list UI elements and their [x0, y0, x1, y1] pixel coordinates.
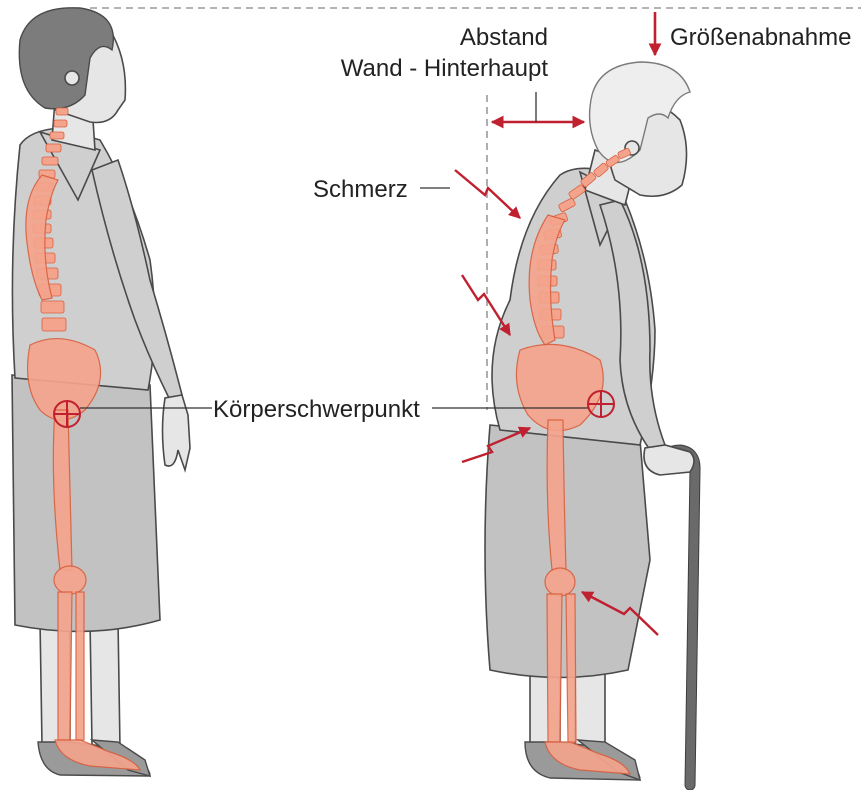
osteoporotic-woman-figure: [485, 62, 695, 785]
center-of-gravity-icon-right: [588, 391, 614, 417]
height-loss-label: Größenabnahme: [670, 24, 851, 51]
center-of-gravity-icon: [54, 401, 80, 427]
distance-label-line1: Abstand: [460, 24, 548, 51]
healthy-woman-figure: [12, 8, 190, 776]
center-of-gravity-label: Körperschwerpunkt: [213, 396, 420, 423]
skirt: [12, 375, 160, 631]
distance-label-line2: Wand - Hinterhaupt: [341, 55, 549, 82]
pain-label: Schmerz: [313, 176, 408, 203]
walking-cane: [662, 450, 695, 785]
